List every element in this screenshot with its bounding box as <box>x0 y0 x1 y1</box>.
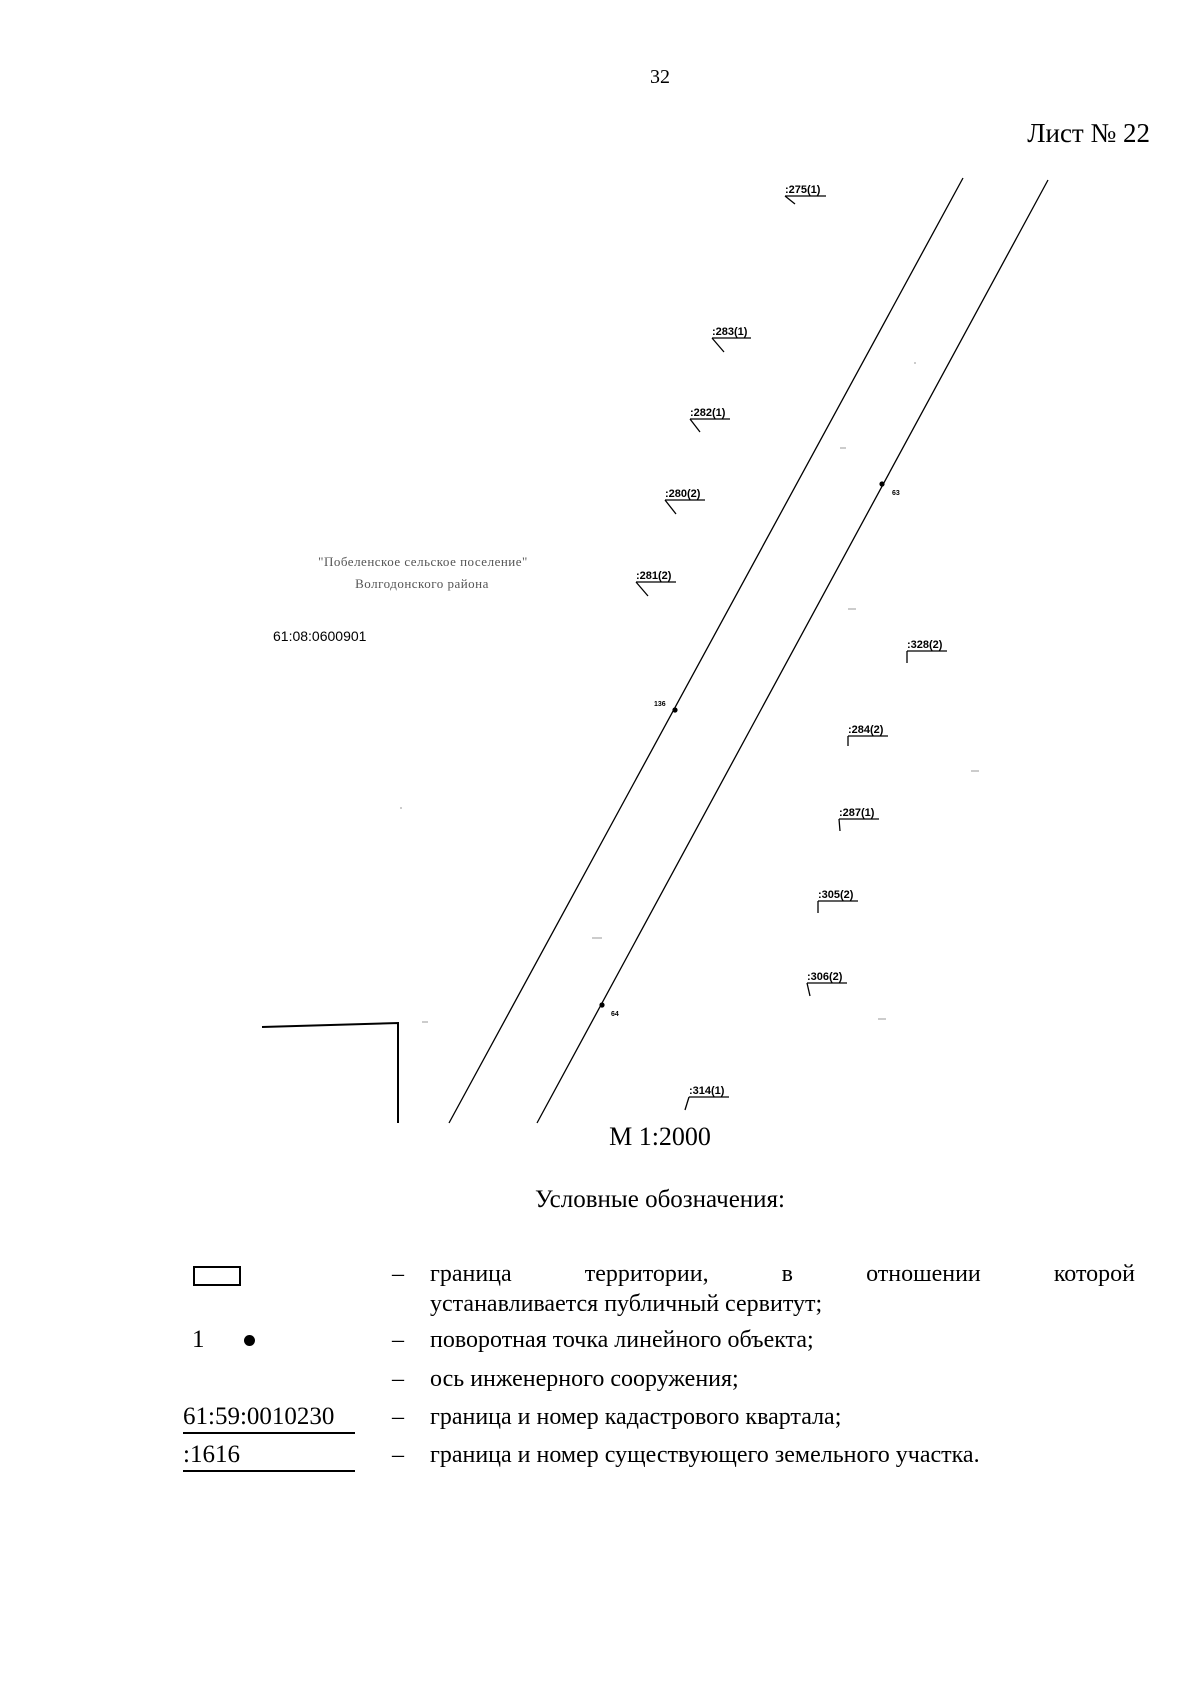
legend-symbol-quarter: 61:59:0010230 <box>183 1402 355 1434</box>
boundary-line-left <box>448 177 964 1124</box>
legend-desc: граница и номер существующего земельного… <box>430 1442 980 1468</box>
turning-point-64 <box>599 1002 605 1008</box>
page-number: 32 <box>650 66 670 88</box>
settlement-name-line2: Волгодонского района <box>355 576 489 591</box>
legend-dash: – <box>392 1261 404 1287</box>
svg-text::306(2): :306(2) <box>807 971 843 983</box>
turning-point-136 <box>672 707 678 713</box>
parcel-label: :275(1) <box>784 184 826 205</box>
legend-dash: – <box>392 1404 404 1430</box>
legend-symbol-number: 1 <box>192 1326 205 1353</box>
parcel-label: :305(2) <box>817 889 858 913</box>
legend-symbol-plot: :1616 <box>183 1440 355 1472</box>
svg-text::314(1): :314(1) <box>689 1085 725 1097</box>
rectangle-symbol-icon <box>193 1266 241 1286</box>
legend-dash: – <box>392 1442 404 1468</box>
legend-desc: поворотная точка линейного объекта; <box>430 1327 814 1353</box>
map-scale: М 1:2000 <box>609 1122 711 1151</box>
cadastral-quarter-number: 61:08:0600901 <box>273 628 367 644</box>
parcel-label: :306(2) <box>806 971 847 997</box>
svg-text::275(1): :275(1) <box>785 184 821 196</box>
dot-symbol-icon <box>244 1335 255 1346</box>
quarter-boundary <box>261 1021 399 1123</box>
cadastral-map: 63 136 64 :275(1) :283(1) :282(1) :280(2… <box>261 177 1049 1124</box>
turning-point-63 <box>879 481 885 487</box>
point-label: 136 <box>654 701 666 708</box>
settlement-name-line1: "Побеленское сельское поселение" <box>318 554 528 569</box>
legend-desc: граница и номер кадастрового квартала; <box>430 1404 842 1430</box>
point-label: 64 <box>611 1011 619 1018</box>
svg-text::328(2): :328(2) <box>907 639 943 651</box>
sheet-label: Лист № 22 <box>1027 118 1150 148</box>
svg-text::287(1): :287(1) <box>839 807 875 819</box>
svg-text::283(1): :283(1) <box>712 326 748 338</box>
legend-dash: – <box>392 1366 404 1392</box>
parcel-label: :284(2) <box>847 724 888 746</box>
legend-dash: – <box>392 1327 404 1353</box>
parcel-label: :281(2) <box>635 570 676 597</box>
legend-title: Условные обозначения: <box>534 1186 786 1213</box>
parcel-label: :287(1) <box>838 807 879 832</box>
svg-text::282(1): :282(1) <box>690 407 726 419</box>
parcel-label: :283(1) <box>711 326 751 353</box>
svg-text::281(2): :281(2) <box>636 570 672 582</box>
parcel-labels: :275(1) :283(1) :282(1) :280(2) :281(2) … <box>635 184 947 1111</box>
parcel-label: :328(2) <box>906 639 947 663</box>
svg-text::284(2): :284(2) <box>848 724 884 736</box>
legend-desc: граница территории, в отношении которой … <box>430 1261 1135 1317</box>
parcel-label: :314(1) <box>684 1085 729 1111</box>
point-label: 63 <box>892 490 900 497</box>
parcel-label: :280(2) <box>664 488 705 515</box>
boundary-line-right <box>536 179 1049 1124</box>
turning-points: 63 136 64 <box>599 481 900 1018</box>
svg-text::280(2): :280(2) <box>665 488 701 500</box>
map-specks <box>400 362 979 1023</box>
parcel-label: :282(1) <box>689 407 730 433</box>
legend-desc: ось инженерного сооружения; <box>430 1366 739 1392</box>
svg-text::305(2): :305(2) <box>818 889 854 901</box>
